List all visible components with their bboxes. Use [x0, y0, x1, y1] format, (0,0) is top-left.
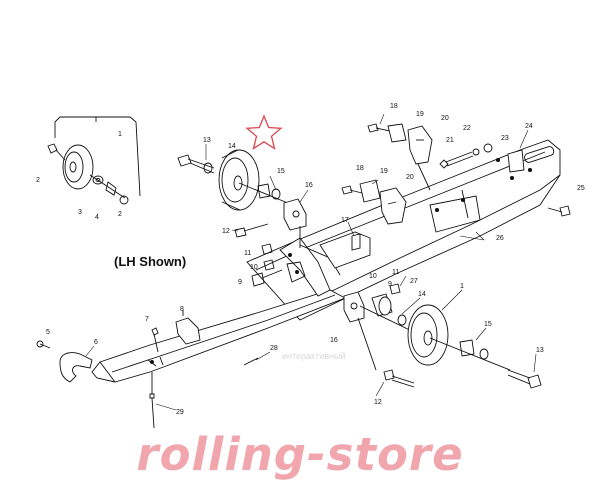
highlight-star-icon	[245, 114, 283, 150]
callout: 6	[94, 339, 98, 346]
callout: 23	[501, 135, 509, 142]
callout: 16	[330, 337, 338, 344]
callout: 10	[250, 264, 258, 271]
callout: 15	[484, 321, 492, 328]
callout: 15	[277, 168, 285, 175]
callout: 19	[380, 168, 388, 175]
callout: 9	[388, 281, 392, 288]
callout: 14	[228, 143, 236, 150]
callout: 18	[390, 103, 398, 110]
lower-rail	[91, 289, 347, 383]
bolts-lower	[149, 327, 259, 429]
bracket-17	[319, 231, 371, 269]
callout: 19	[416, 111, 424, 118]
callout-labels: 1 2 3 4 2 13 14 15 16 12 11 10 9 18 19 2…	[36, 103, 585, 416]
bolt-21	[439, 143, 493, 169]
callout: 8	[180, 306, 184, 313]
part-23-25	[507, 149, 571, 217]
callout: 18	[356, 165, 364, 172]
callout: 3	[78, 209, 82, 216]
idler-wheel-lower	[383, 304, 542, 389]
callout: 2	[118, 211, 122, 218]
callout: 24	[525, 123, 533, 130]
callout: 1	[460, 283, 464, 290]
callout: 13	[203, 137, 211, 144]
bushing-group-top	[367, 123, 433, 191]
callout: 11	[244, 250, 251, 257]
callout: 25	[577, 185, 585, 192]
watermark-text: интерактивный	[282, 351, 346, 361]
callout: 12	[222, 228, 230, 235]
leader-lines	[85, 113, 537, 411]
callout: 21	[446, 137, 454, 144]
callout: 4	[95, 214, 99, 221]
callout: 11	[392, 269, 399, 276]
mount-block-upper	[283, 198, 307, 248]
callout: 28	[270, 345, 278, 352]
callout: 2	[36, 177, 40, 184]
hook-6	[36, 340, 93, 383]
callout: 20	[441, 115, 449, 122]
callout: 16	[305, 182, 313, 189]
brand-logo: rolling-store	[136, 428, 464, 481]
wheel-assembly-1	[47, 116, 141, 205]
callout: 12	[374, 399, 382, 406]
callout: 20	[406, 174, 414, 181]
callout: 27	[410, 278, 418, 285]
callout: 17	[341, 217, 349, 224]
bushing-group-mid	[341, 179, 407, 225]
callout: 29	[176, 409, 184, 416]
callout: 13	[536, 347, 544, 354]
idler-wheel-upper	[177, 149, 301, 238]
callout: 26	[496, 235, 504, 242]
fasteners-upper	[251, 243, 283, 287]
callout: 9	[238, 279, 242, 286]
view-caption: (LH Shown)	[114, 254, 187, 269]
callout: 7	[145, 316, 149, 323]
bracket-8	[175, 310, 201, 345]
callout: 1	[118, 131, 122, 138]
callout: 14	[418, 291, 426, 298]
callout: 10	[369, 273, 377, 280]
callout: 22	[463, 125, 471, 132]
callout: 5	[46, 329, 50, 336]
